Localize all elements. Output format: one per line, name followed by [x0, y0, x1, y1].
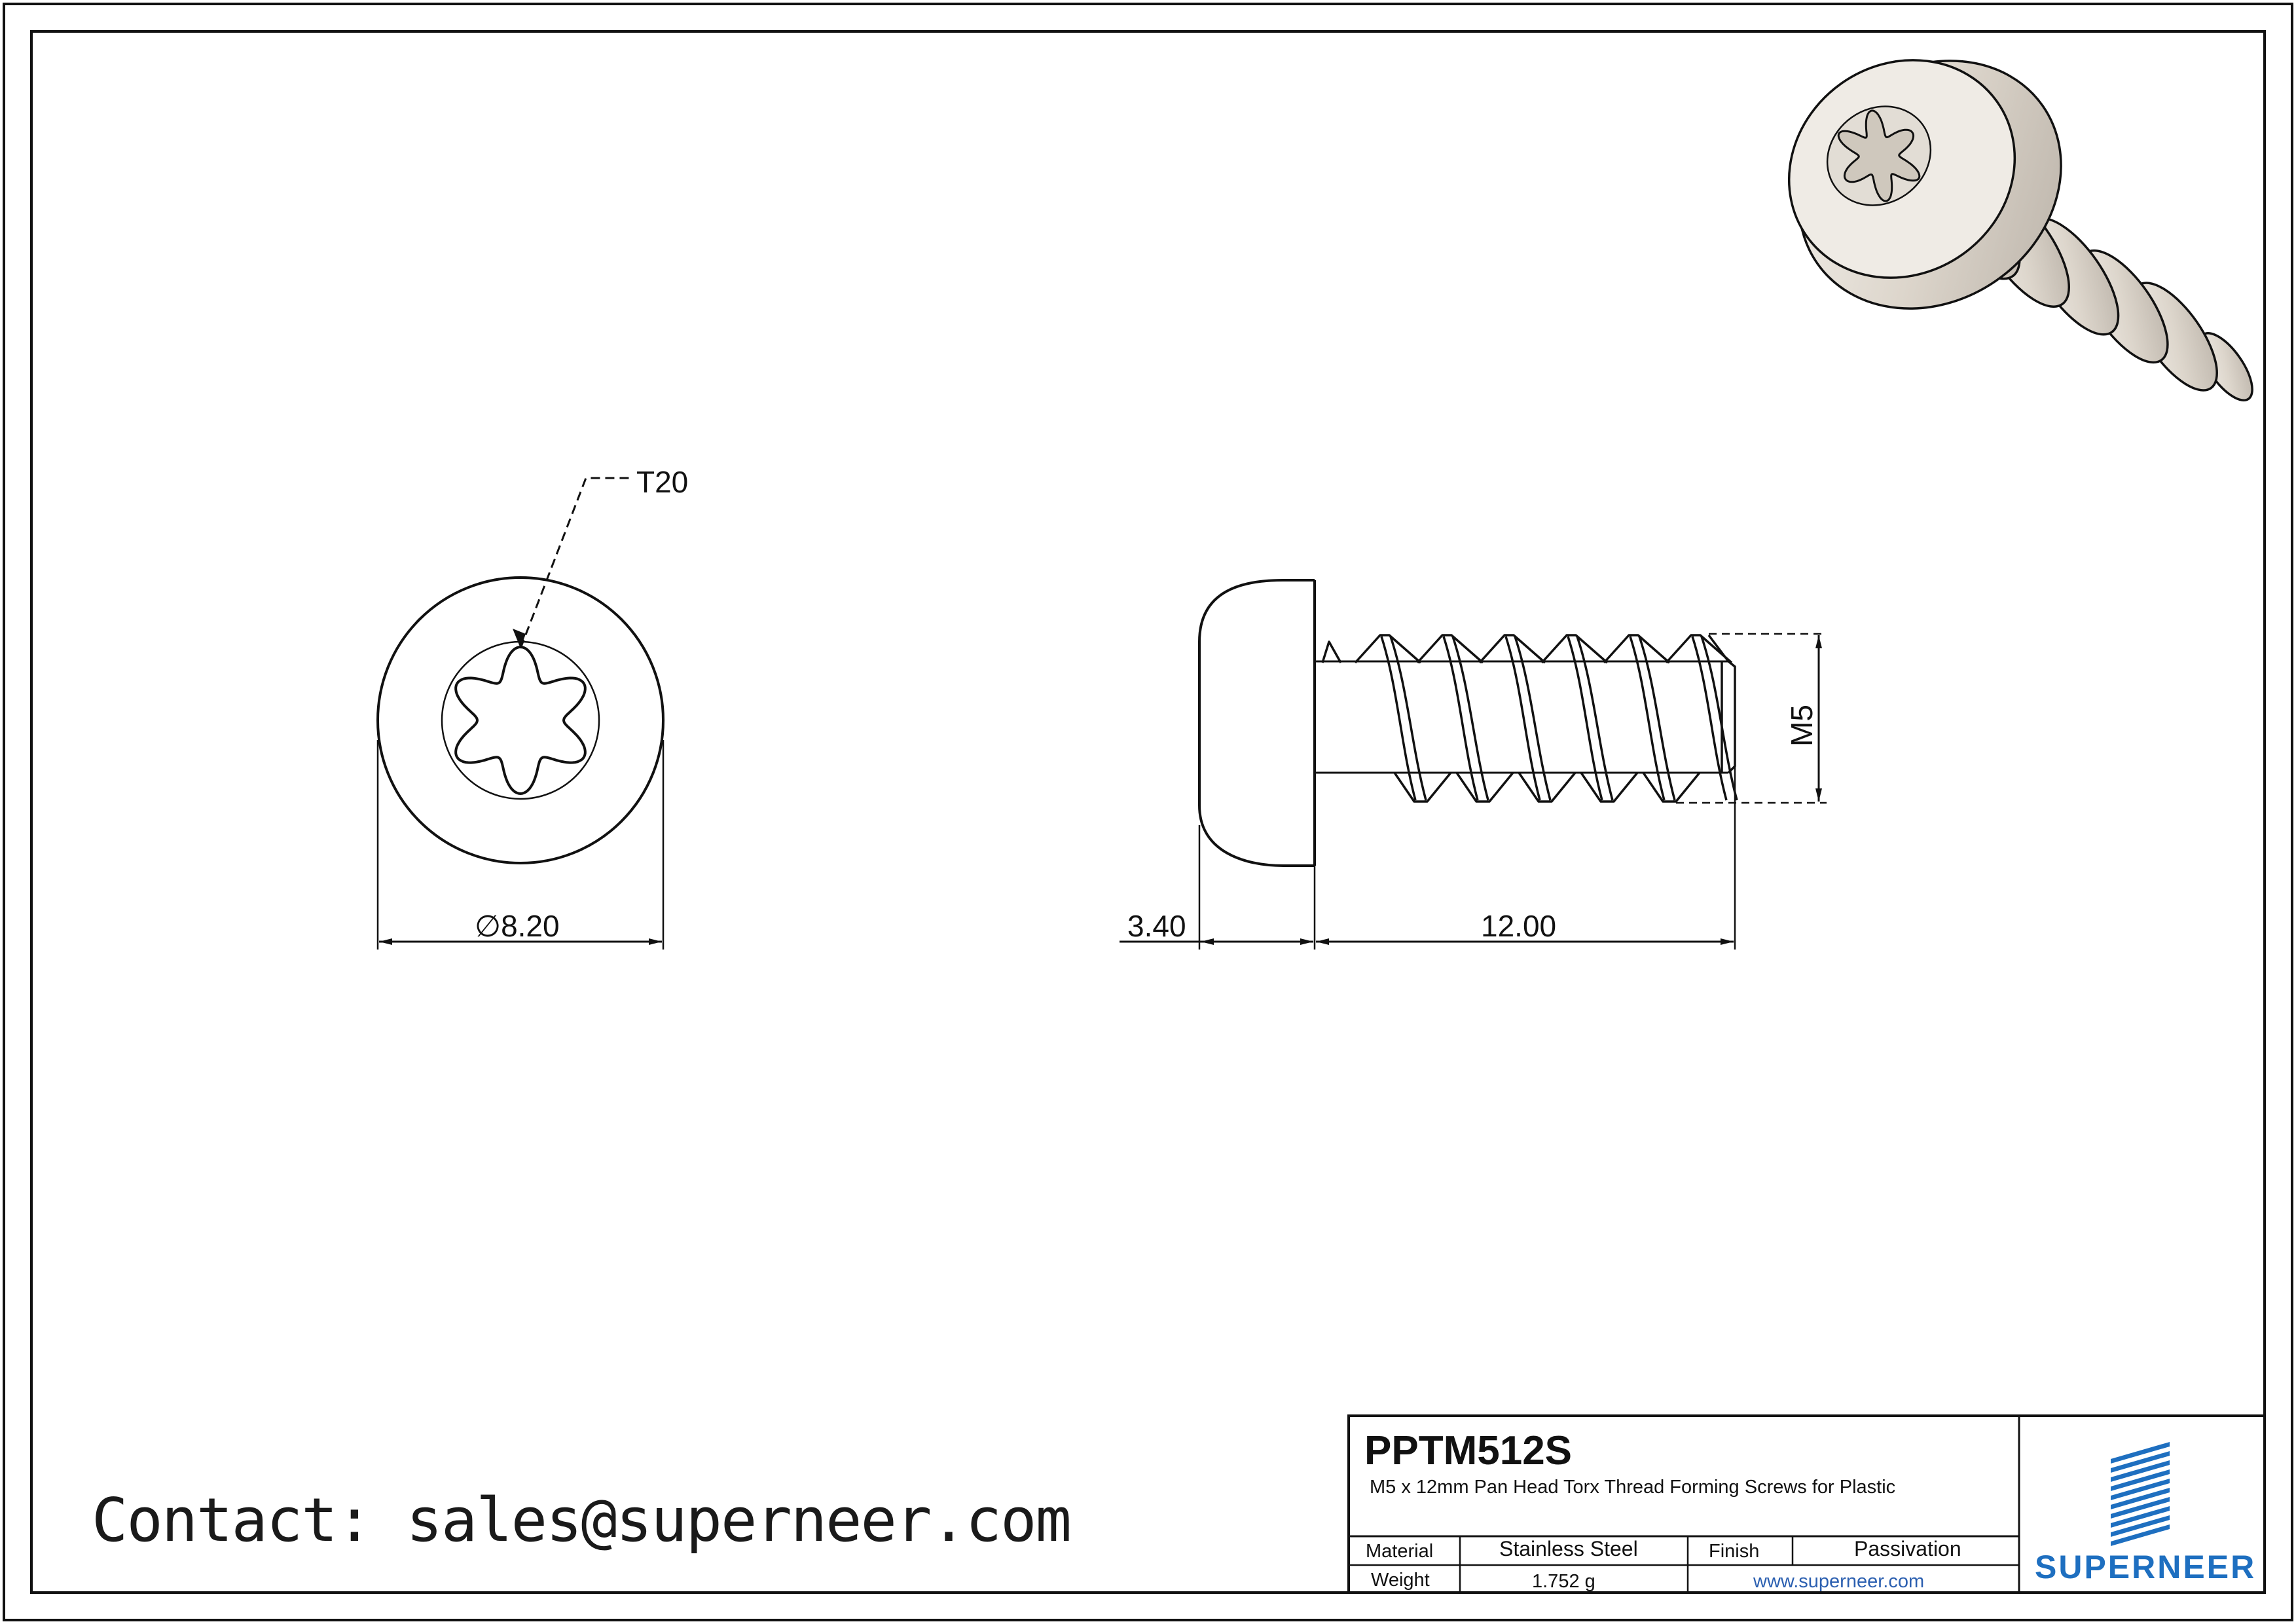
- thread-flanks: [1321, 634, 1738, 803]
- drive-label: T20: [636, 465, 688, 499]
- finish-value: Passivation: [1854, 1537, 1961, 1560]
- head-outline: [376, 576, 665, 864]
- website-link[interactable]: www.superneer.com: [1753, 1571, 1924, 1592]
- t20-leader: [519, 477, 634, 649]
- isometric-view: [1787, 59, 2253, 401]
- t20-arrow: [513, 629, 526, 648]
- recess-circle: [441, 640, 600, 800]
- head-height-label: 3.40: [1127, 909, 1186, 943]
- contact-email[interactable]: Contact: sales@superneer.com: [92, 1485, 1072, 1555]
- outer-border: [3, 3, 2293, 1621]
- head-profile: [1198, 579, 1315, 867]
- part-number: PPTM512S: [1364, 1428, 1572, 1473]
- logo-stripe: [2111, 1469, 2170, 1491]
- part-description: M5 x 12mm Pan Head Torx Thread Forming S…: [1370, 1477, 1895, 1498]
- logo-stripe: [2111, 1488, 2170, 1509]
- weight-label: Weight: [1371, 1570, 1430, 1591]
- superneer-logo-icon: [2111, 1442, 2170, 1546]
- shank-root: [1315, 660, 1728, 774]
- weight-value: 1.752 g: [1532, 1571, 1595, 1592]
- material-label: Material: [1366, 1541, 1433, 1562]
- torx-recess: [454, 645, 587, 796]
- side-view: [1120, 579, 1827, 950]
- logo-stripe: [2111, 1506, 2170, 1528]
- title-block-frame: [1347, 1414, 2266, 1594]
- logo-stripe: [2111, 1460, 2170, 1482]
- logo-text: SUPERNEER: [2035, 1549, 2256, 1585]
- material-value: Stainless Steel: [1499, 1537, 1638, 1560]
- inner-border: [30, 30, 2266, 1594]
- logo-stripe: [2111, 1451, 2170, 1473]
- logo-stripe: [2111, 1524, 2170, 1546]
- tip: [1707, 634, 1736, 774]
- finish-label: Finish: [1709, 1541, 1759, 1562]
- iso-torx-recess: [1837, 109, 1921, 202]
- head-diameter-label: ∅8.20: [475, 909, 560, 943]
- thread-label: M5: [1785, 705, 1819, 747]
- logo-stripe: [2111, 1515, 2170, 1537]
- title-block: [1347, 1414, 2266, 1594]
- logo-stripe: [2111, 1442, 2170, 1464]
- logo-stripe: [2111, 1479, 2170, 1500]
- head-height-arrow-left: [1201, 938, 1214, 945]
- logo-stripe: [2111, 1497, 2170, 1519]
- length-label: 12.00: [1481, 909, 1556, 943]
- front-view: [376, 477, 665, 950]
